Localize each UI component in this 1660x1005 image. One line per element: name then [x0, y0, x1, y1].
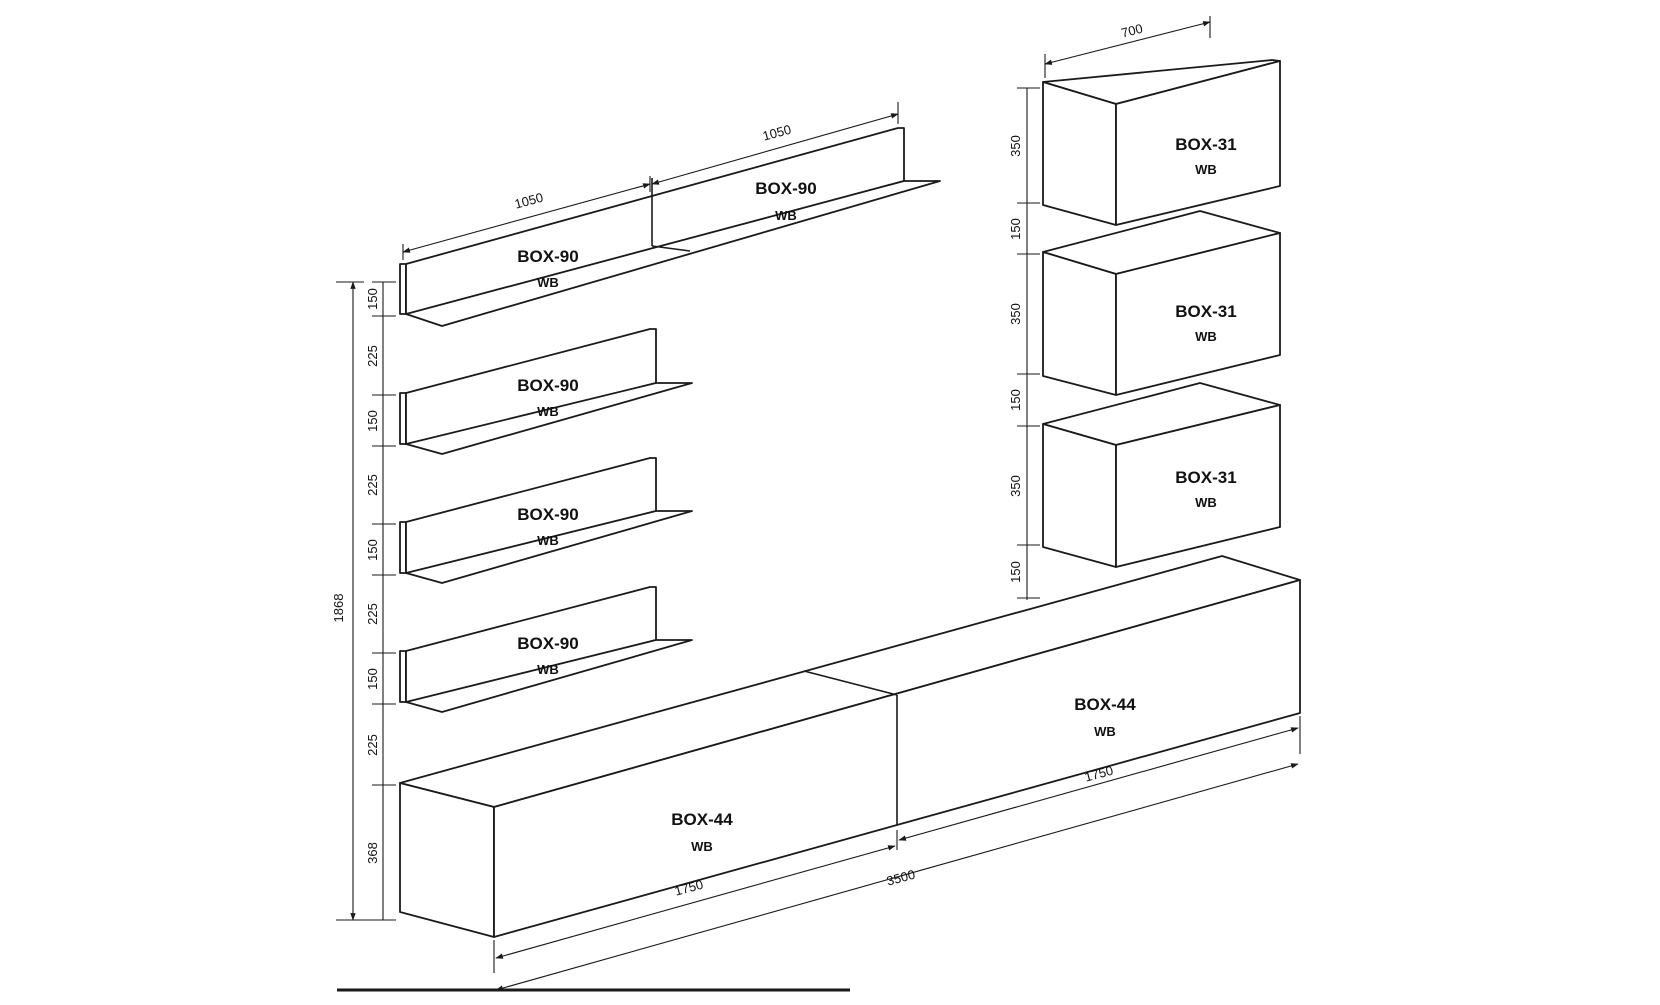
tv-unit	[399, 555, 1301, 938]
cabinet-1	[1042, 59, 1281, 226]
shelf-4-name: BOX-90	[517, 634, 578, 653]
shelf-3	[399, 457, 693, 584]
shelf-2-finish: WB	[537, 404, 559, 419]
dim-right-2: 350	[1008, 303, 1023, 325]
cabinet-2-finish: WB	[1195, 329, 1217, 344]
dim-total-width: 3500	[885, 867, 917, 889]
tv-right-name: BOX-44	[1074, 695, 1136, 714]
dim-right-1: 150	[1008, 218, 1023, 240]
dim-left-6: 150	[365, 668, 380, 690]
dim-right-3: 150	[1008, 389, 1023, 411]
cabinet-3	[1042, 382, 1281, 568]
tv-left-name: BOX-44	[671, 810, 733, 829]
tv-left-finish: WB	[691, 839, 713, 854]
dim-left-2: 150	[365, 410, 380, 432]
dim-tv-left-width: 1750	[673, 877, 705, 899]
cabinet-1-finish: WB	[1195, 162, 1217, 177]
shelf-top-left-name: BOX-90	[517, 247, 578, 266]
dim-left-4: 150	[365, 539, 380, 561]
dim-left-3: 225	[365, 474, 380, 496]
dim-right-0: 350	[1008, 135, 1023, 157]
shelf-top-pair	[399, 127, 941, 327]
dimension-lines	[336, 16, 1301, 991]
dim-right-5: 150	[1008, 561, 1023, 583]
dim-cabinet-width: 700	[1120, 21, 1145, 41]
shelf-3-name: BOX-90	[517, 505, 578, 524]
dim-left-0: 150	[365, 288, 380, 310]
cabinet-3-finish: WB	[1195, 495, 1217, 510]
dim-total-height: 1868	[331, 594, 346, 623]
dim-left-1: 225	[365, 345, 380, 367]
cabinet-2	[1042, 210, 1281, 396]
dim-left-8: 368	[365, 842, 380, 864]
shelf-4-finish: WB	[537, 662, 559, 677]
dim-left-5: 225	[365, 603, 380, 625]
shelf-top-right-finish: WB	[775, 208, 797, 223]
dim-right-4: 350	[1008, 475, 1023, 497]
dim-tv-right-width: 1750	[1083, 763, 1115, 785]
shelf-2-name: BOX-90	[517, 376, 578, 395]
dim-shelf-width-right: 1050	[761, 122, 793, 144]
shelf-3-finish: WB	[537, 533, 559, 548]
dim-left-7: 225	[365, 734, 380, 756]
cabinet-1-name: BOX-31	[1175, 135, 1236, 154]
cabinet-3-name: BOX-31	[1175, 468, 1236, 487]
shelf-2	[399, 328, 693, 455]
shelf-top-left-finish: WB	[537, 275, 559, 290]
shelf-4	[399, 586, 693, 713]
dim-shelf-width-left: 1050	[513, 190, 545, 212]
tv-right-finish: WB	[1094, 724, 1116, 739]
cabinet-2-name: BOX-31	[1175, 302, 1236, 321]
shelf-top-right-name: BOX-90	[755, 179, 816, 198]
